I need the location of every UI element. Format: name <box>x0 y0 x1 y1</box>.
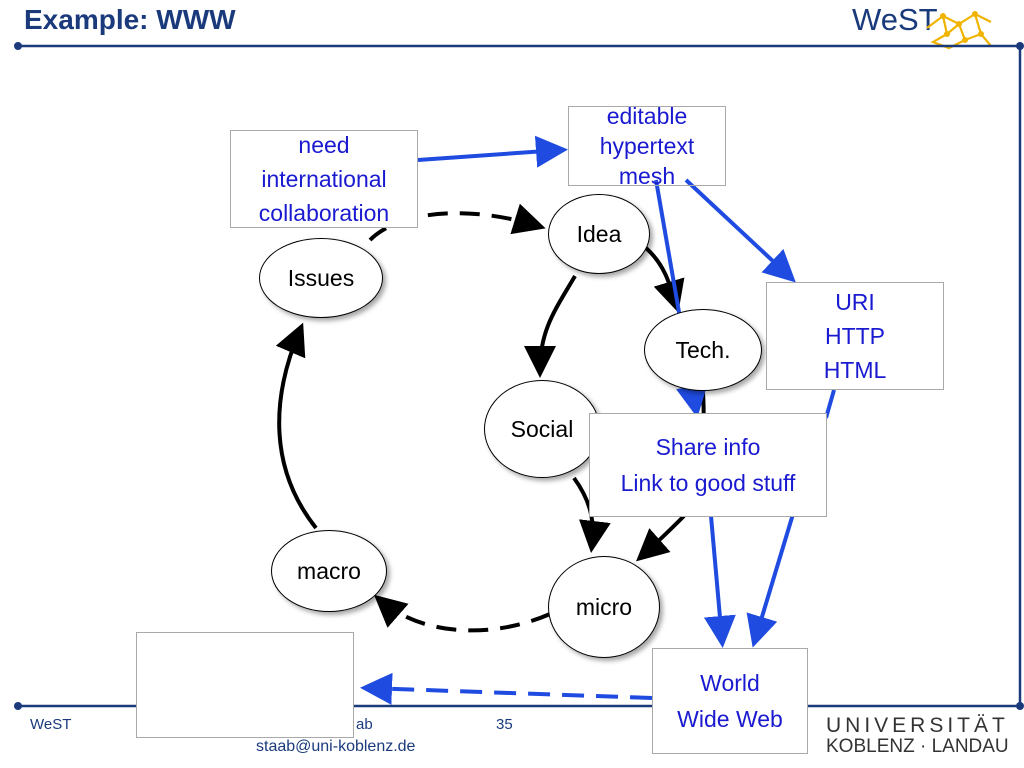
box-share-line-1: Share info <box>655 434 761 460</box>
node-micro: micro <box>548 556 660 658</box>
box-need-international-collaboration: need international collaboration <box>230 130 418 228</box>
box-uri-http-html: URI HTTP HTML <box>766 282 944 390</box>
footer-author-fragment: ab <box>356 716 373 733</box>
footer-email: staab@uni-koblenz.de <box>256 738 416 755</box>
footer-page-number: 35 <box>496 716 513 733</box>
frame-dot-top-right <box>1016 42 1024 50</box>
arrow-editable-to-uri <box>684 178 796 283</box>
box-editable-line-1: editable <box>606 103 688 129</box>
box-uri-line-3: HTML <box>823 357 887 383</box>
node-macro: macro <box>271 530 387 612</box>
node-tech: Tech. <box>644 309 762 391</box>
frame-dot-bottom-left <box>14 702 22 710</box>
box-share-line-2: Link to good stuff <box>620 470 796 496</box>
box-editable-hypertext-mesh: editable hypertext mesh <box>568 103 726 189</box>
arrow-idea-to-social <box>524 274 577 378</box>
arrow-need-to-editable <box>417 135 568 168</box>
arrow-issues-to-idea <box>368 203 546 242</box>
box-editable-line-2: hypertext <box>599 133 695 159</box>
frame-dot-top-left <box>14 42 22 50</box>
arrow-share-to-www-left <box>703 515 736 648</box>
arrow-to-micro-right <box>636 514 686 562</box>
node-issues: Issues <box>259 238 383 318</box>
box-world-wide-web: World Wide Web <box>652 648 808 754</box>
university-logo-line-1: UNIVERSITÄT <box>826 714 1009 737</box>
box-editable-line-3: mesh <box>618 163 676 189</box>
box-www-line-2: Wide Web <box>677 706 783 732</box>
box-need-line-1: need <box>298 132 350 158</box>
slide-title: Example: WWW <box>24 4 236 35</box>
box-need-line-3: collaboration <box>258 200 390 226</box>
arrow-micro-to-macro <box>373 594 551 633</box>
arrow-macro-to-issues <box>275 322 318 530</box>
node-social: Social <box>484 380 600 478</box>
box-uri-line-2: HTTP <box>824 323 886 349</box>
arrow-idea-to-tech <box>644 246 685 313</box>
frame-dot-bottom-right <box>1016 702 1024 710</box>
box-share-info: Share info Link to good stuff <box>589 413 827 517</box>
box-need-line-2: international <box>261 166 387 192</box>
box-uri-line-1: URI <box>835 289 875 315</box>
university-logo-line-2: KOBLENZ · LANDAU <box>826 736 1009 757</box>
footer-west: WeST <box>30 716 72 733</box>
box-www-line-1: World <box>700 670 760 696</box>
arrow-www-to-empty-box <box>360 672 653 705</box>
box-empty <box>136 632 354 738</box>
arrow-uri-to-share <box>824 389 836 419</box>
node-idea: Idea <box>548 194 650 274</box>
west-logo: WeST <box>852 2 938 37</box>
